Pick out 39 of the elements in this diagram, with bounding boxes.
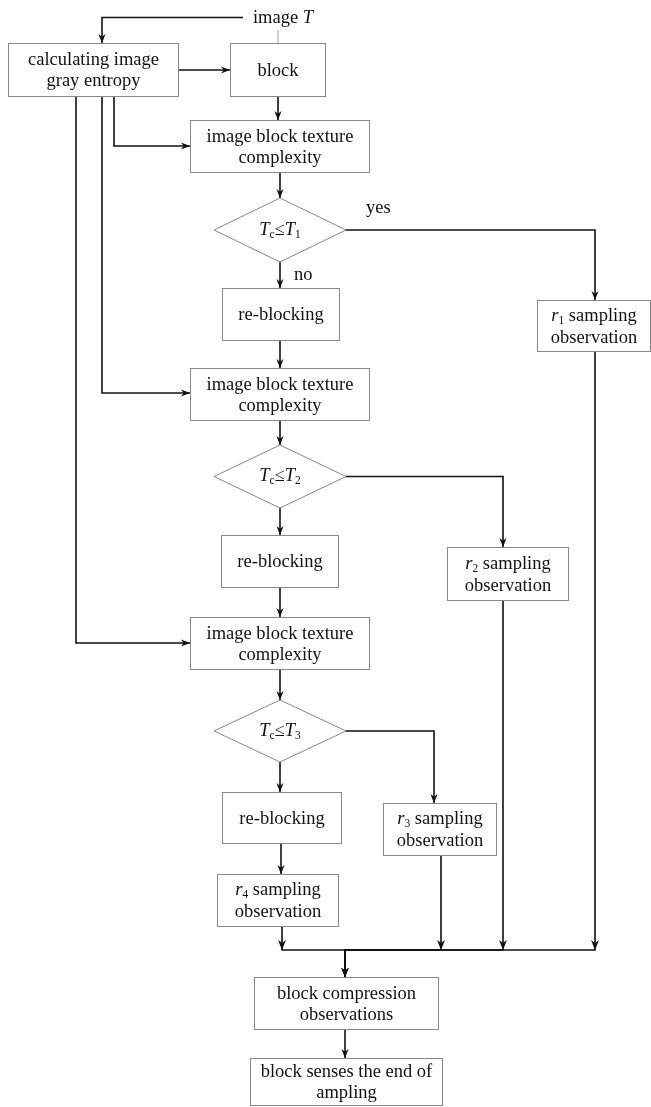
arrow bbox=[276, 420, 284, 446]
arrow bbox=[276, 507, 284, 536]
arrow bbox=[276, 340, 284, 369]
decision-diamond: T$_{c}$≤T$_{1}$ bbox=[214, 198, 346, 262]
process-box: re-blocking bbox=[222, 288, 340, 341]
arrow bbox=[276, 587, 284, 618]
arrow bbox=[345, 229, 599, 301]
arrow bbox=[277, 843, 285, 875]
process-box: r$_{4}$ sampling observation bbox=[217, 874, 339, 927]
arrow bbox=[276, 761, 284, 793]
arrow bbox=[345, 730, 438, 804]
arrow bbox=[345, 475, 507, 548]
process-box: image block texture complexity bbox=[190, 120, 370, 173]
arrow bbox=[101, 96, 191, 397]
arrow bbox=[276, 669, 284, 701]
arrow bbox=[75, 96, 191, 647]
process-box: re-blocking bbox=[221, 535, 339, 588]
arrow bbox=[98, 16, 244, 44]
process-box: r$_{3}$ sampling observation bbox=[383, 803, 497, 856]
process-box: block senses the end of ampling bbox=[250, 1058, 443, 1106]
connector-line bbox=[277, 29, 279, 44]
arrow bbox=[276, 261, 284, 289]
process-box: re-blocking bbox=[222, 792, 342, 844]
arrow bbox=[341, 1029, 349, 1059]
arrow bbox=[276, 172, 284, 199]
process-box: r$_{2}$ sampling observation bbox=[447, 547, 569, 601]
process-box: calculating image gray entropy bbox=[8, 43, 179, 97]
decision-diamond: T$_{c}$≤T$_{2}$ bbox=[214, 445, 346, 508]
process-box: r$_{1}$ sampling observation bbox=[537, 300, 651, 352]
process-box: block compression observations bbox=[254, 977, 439, 1030]
decision-diamond: T$_{c}$≤T$_{3}$ bbox=[214, 700, 346, 762]
arrow bbox=[341, 351, 596, 978]
arrow bbox=[274, 96, 282, 121]
process-box: block bbox=[230, 43, 326, 97]
text-label: image T bbox=[243, 5, 323, 30]
process-box: image block texture complexity bbox=[190, 368, 370, 421]
arrow bbox=[113, 96, 191, 150]
process-box: image block texture complexity bbox=[190, 617, 370, 670]
arrow bbox=[178, 66, 231, 74]
